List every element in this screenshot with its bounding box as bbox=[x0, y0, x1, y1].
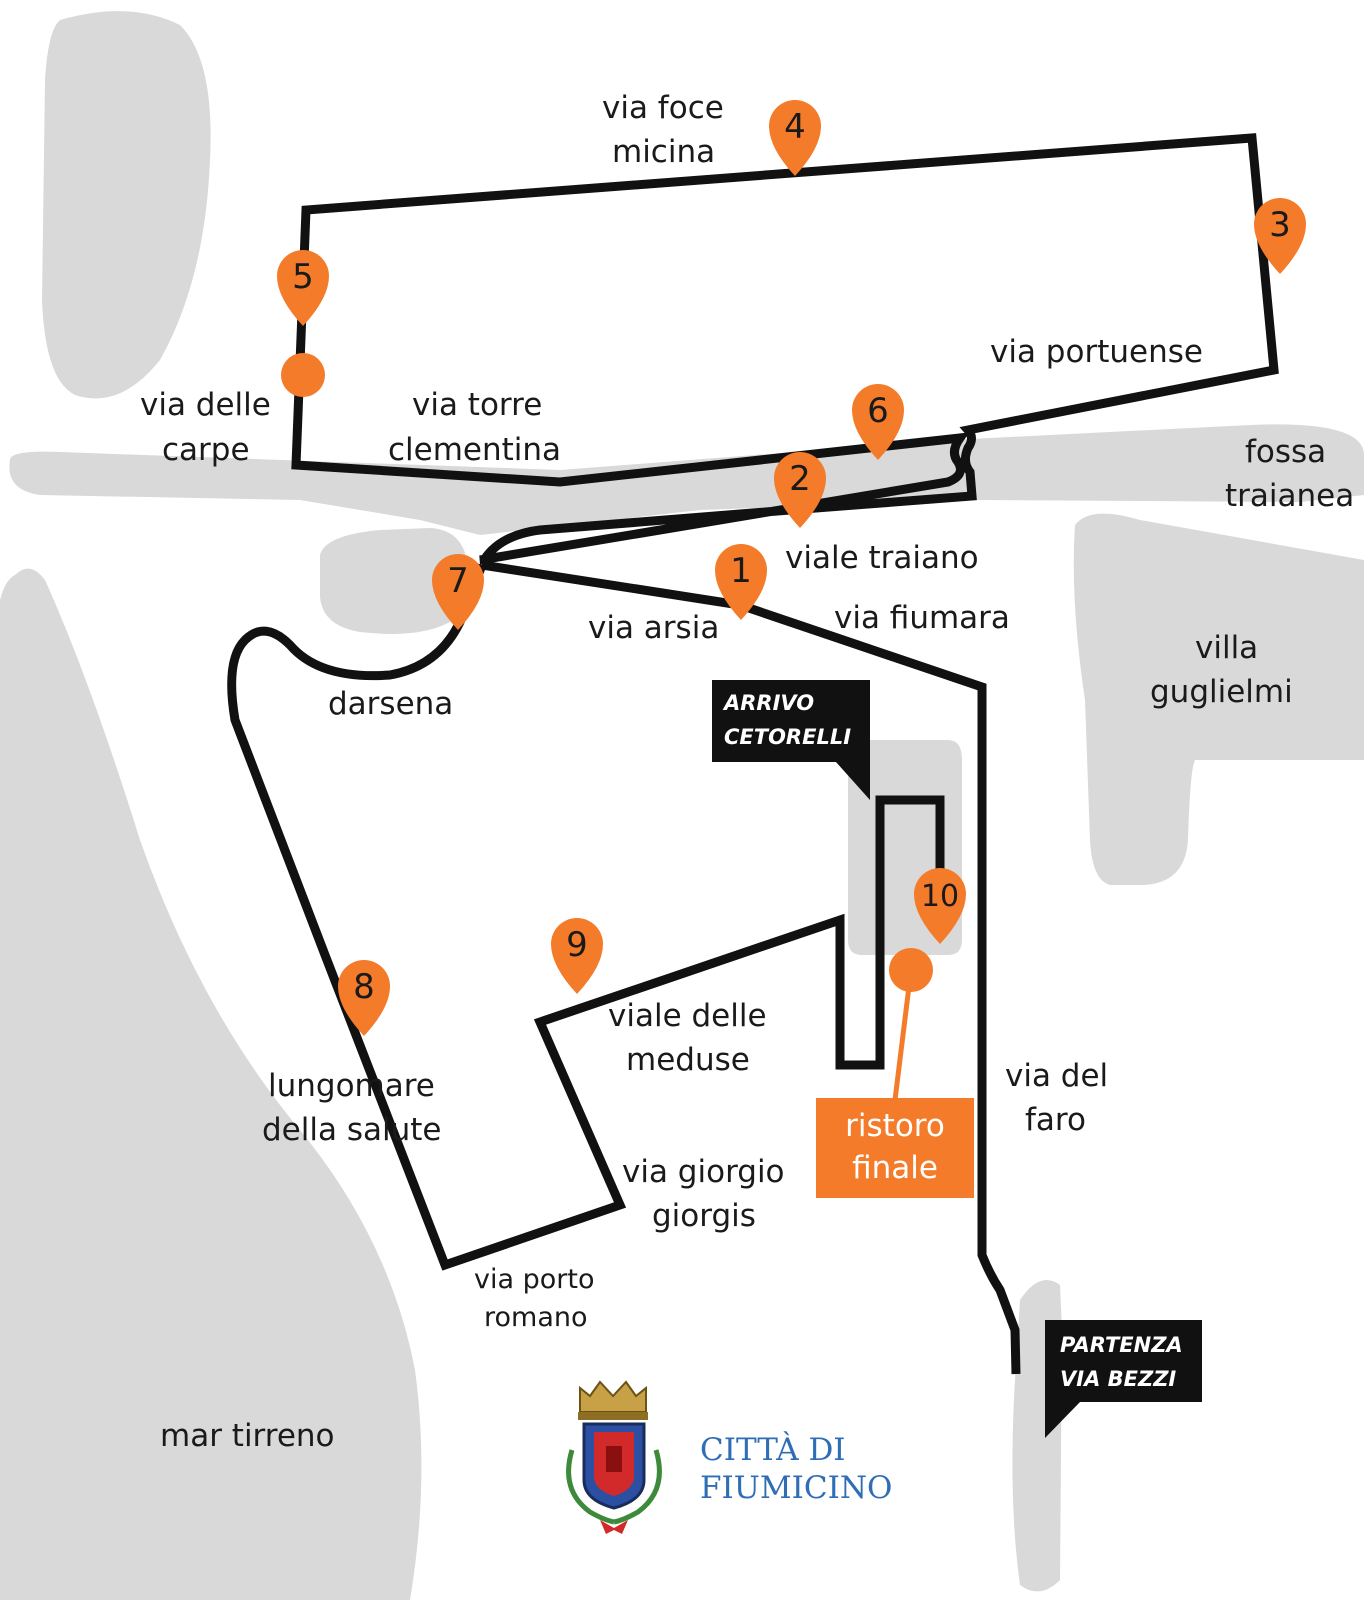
waypoint-number-7: 7 bbox=[447, 561, 469, 601]
label-villa-guglielmi-2: guglielmi bbox=[1150, 674, 1293, 710]
waypoint-number-9: 9 bbox=[566, 925, 588, 965]
ristoro-leader-line bbox=[892, 969, 914, 1101]
map-pin-icon bbox=[432, 554, 484, 630]
waypoint-pin-4: 4 bbox=[769, 100, 821, 176]
label-lungomare-2: della salute bbox=[262, 1112, 441, 1148]
waypoint-pin-3: 3 bbox=[1254, 198, 1306, 274]
label-viale-delle-meduse-1: viale delle bbox=[608, 998, 767, 1034]
label-via-giorgio-giorgis-1: via giorgio bbox=[622, 1154, 785, 1190]
ristoro-connector bbox=[281, 353, 933, 1101]
waypoint-pin-7: 7 bbox=[432, 554, 484, 630]
waypoint-number-6: 6 bbox=[867, 391, 889, 431]
background-areas bbox=[0, 11, 1364, 1600]
label-fossa-traianea-1: fossa bbox=[1245, 434, 1326, 470]
waypoint-number-3: 3 bbox=[1269, 205, 1291, 245]
label-via-giorgio-giorgis-2: giorgis bbox=[652, 1198, 756, 1234]
waypoint-number-1: 1 bbox=[730, 551, 752, 591]
label-via-fiumara: via fiumara bbox=[834, 600, 1010, 636]
label-villa-guglielmi-1: villa bbox=[1195, 630, 1258, 666]
label-via-del-faro-1: via del bbox=[1005, 1058, 1108, 1094]
map-pin-icon bbox=[338, 960, 390, 1036]
label-via-torre-clementina-2: clementina bbox=[388, 432, 561, 468]
label-darsena: darsena bbox=[328, 686, 453, 722]
label-mar-tirreno: mar tirreno bbox=[160, 1418, 335, 1454]
arrivo-callout: ARRIVO CETORELLI bbox=[712, 680, 870, 800]
waypoint-number-5: 5 bbox=[292, 257, 314, 297]
ristoro-finale-box: ristoro finale bbox=[816, 1098, 974, 1198]
label-viale-delle-meduse-2: meduse bbox=[626, 1042, 750, 1078]
area-mar-tirreno bbox=[0, 568, 422, 1600]
label-via-portuense: via portuense bbox=[990, 334, 1203, 370]
map-pin-icon bbox=[277, 250, 329, 326]
arrivo-line-1: ARRIVO bbox=[722, 691, 814, 715]
label-fossa-traianea-2: traianea bbox=[1225, 478, 1354, 514]
ristoro-line-2: finale bbox=[852, 1150, 938, 1186]
label-via-torre-clementina-1: via torre bbox=[412, 387, 542, 423]
fiumicino-logo: CITTÀ DI FIUMICINO bbox=[566, 1380, 892, 1534]
waypoint-pin-6: 6 bbox=[852, 384, 904, 460]
partenza-line-1: PARTENZA bbox=[1060, 1333, 1183, 1357]
area-villa-guglielmi bbox=[1073, 513, 1364, 885]
arrivo-line-2: CETORELLI bbox=[724, 725, 851, 749]
label-via-porto-romano-2: romano bbox=[484, 1302, 588, 1333]
logo-text-line-1: CITTÀ DI bbox=[700, 1430, 846, 1468]
ristoro-line-1: ristoro bbox=[845, 1108, 945, 1144]
river-fossa-traianea bbox=[9, 424, 1364, 535]
partenza-callout: PARTENZA VIA BEZZI bbox=[1045, 1320, 1202, 1438]
label-via-foce-micina-2: micina bbox=[612, 134, 715, 170]
label-via-delle-carpe-2: carpe bbox=[162, 432, 250, 468]
area-northwest bbox=[42, 11, 211, 399]
partenza-line-2: VIA BEZZI bbox=[1060, 1367, 1176, 1391]
darsena-basin bbox=[319, 528, 469, 634]
waypoint-pin-2: 2 bbox=[774, 452, 826, 528]
waypoint-pin-1: 1 bbox=[715, 544, 767, 620]
map-pin-icon bbox=[774, 452, 826, 528]
label-via-porto-romano-1: via porto bbox=[474, 1264, 594, 1295]
map-pin-icon bbox=[715, 544, 767, 620]
map-pin-icon bbox=[914, 868, 966, 944]
race-route bbox=[227, 133, 1279, 1375]
label-via-arsia: via arsia bbox=[588, 610, 719, 646]
logo-text-line-2: FIUMICINO bbox=[700, 1470, 892, 1506]
map-pin-icon bbox=[1254, 198, 1306, 274]
waypoint-number-2: 2 bbox=[789, 459, 811, 499]
street-labels: via foce micina via portuense via delle … bbox=[140, 90, 1354, 1454]
waypoint-number-4: 4 bbox=[784, 107, 806, 147]
waypoint-pin-9: 9 bbox=[551, 918, 603, 994]
waypoint-pin-5: 5 bbox=[277, 250, 329, 326]
marker-dot-via-delle-carpe bbox=[281, 353, 325, 397]
coat-of-arms-emblem bbox=[566, 1380, 662, 1534]
waypoint-pin-10: 10 bbox=[914, 868, 966, 944]
route-south bbox=[481, 560, 1021, 1375]
waypoint-pin-8: 8 bbox=[338, 960, 390, 1036]
label-viale-traiano: viale traiano bbox=[785, 540, 979, 576]
map-pin-icon bbox=[852, 384, 904, 460]
map-pin-icon bbox=[551, 918, 603, 994]
waypoint-number-10: 10 bbox=[921, 879, 959, 914]
route-north-loop bbox=[291, 133, 1279, 565]
label-lungomare-1: lungomare bbox=[268, 1068, 435, 1104]
label-via-del-faro-2: faro bbox=[1025, 1102, 1086, 1138]
waypoint-number-8: 8 bbox=[353, 967, 375, 1007]
label-via-delle-carpe-1: via delle bbox=[140, 387, 271, 423]
route-darsena-lungomare bbox=[227, 563, 945, 1271]
label-via-foce-micina-1: via foce bbox=[602, 90, 724, 126]
map-pin-icon bbox=[769, 100, 821, 176]
waypoint-pins: 1 2 3 4 5 6 7 8 9 10 bbox=[277, 100, 1306, 1036]
